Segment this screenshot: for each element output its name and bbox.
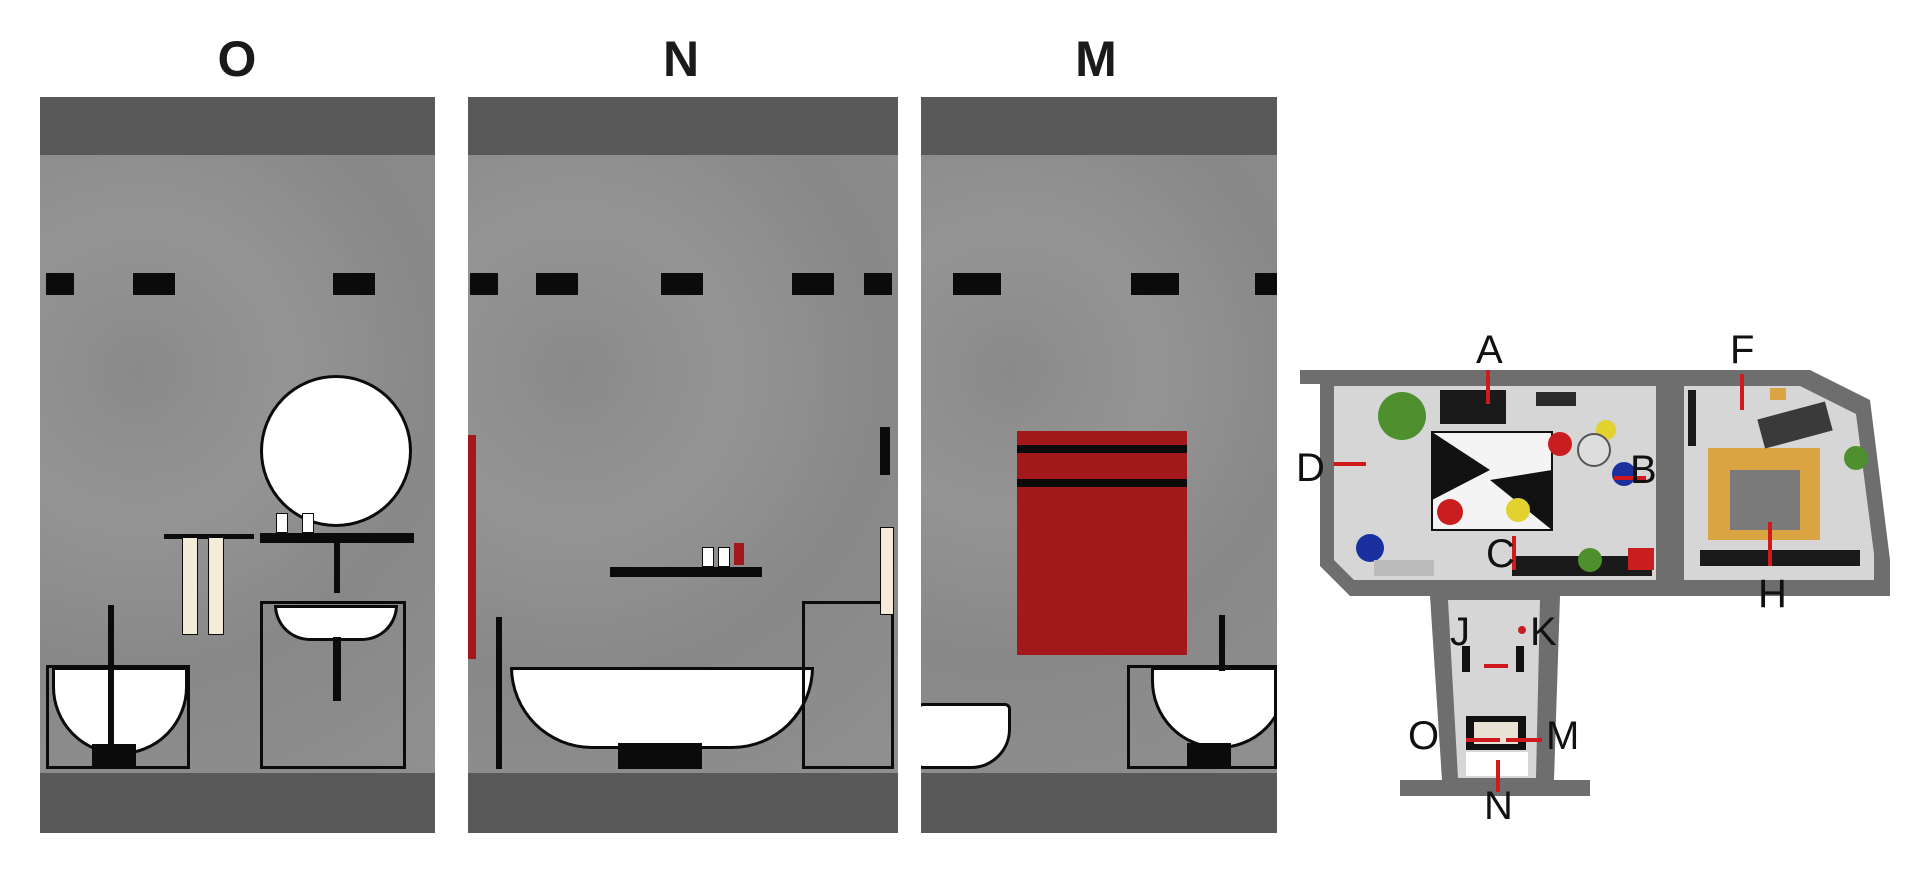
tub-faucet-icon <box>108 605 114 769</box>
ceiling-light-icon <box>661 273 703 295</box>
elevation-o <box>40 97 435 833</box>
plan-label-f: F <box>1730 328 1755 372</box>
side-fixture <box>880 427 890 475</box>
vanity-frame <box>260 601 406 769</box>
bottle-icon <box>276 513 288 533</box>
bottle-icon <box>734 543 744 565</box>
bottle-icon <box>718 547 730 567</box>
wall-hung-toilet <box>921 703 1011 769</box>
ceiling-light-icon <box>470 273 498 295</box>
floor-plan-drawing <box>1300 370 1890 796</box>
ceiling-light-icon <box>953 273 1001 295</box>
elevation-title-o: O <box>217 31 257 87</box>
floor-band <box>468 773 898 833</box>
plan-label-m: M <box>1546 714 1580 758</box>
shelf <box>260 533 414 543</box>
ceiling-light-icon <box>1131 273 1179 295</box>
tub-faucet-icon <box>1219 615 1225 671</box>
elevation-title-m: M <box>1075 31 1117 87</box>
ceiling-light-icon <box>864 273 892 295</box>
ceiling-light-icon <box>792 273 834 295</box>
plan-label-n: N <box>1484 784 1513 828</box>
tub-faucet-icon <box>496 617 502 769</box>
round-mirror <box>260 375 412 527</box>
bottle-icon <box>702 547 714 567</box>
plan-label-a: A <box>1476 328 1503 372</box>
bathtub <box>510 667 814 749</box>
plan-label-h: H <box>1758 572 1787 616</box>
plan-label-c: C <box>1486 532 1515 576</box>
plan-label-d: D <box>1296 446 1325 490</box>
floor-band <box>40 773 435 833</box>
red-wall-panel-edge <box>468 435 476 659</box>
towel-icon <box>182 537 198 635</box>
vanity-frame <box>802 601 894 769</box>
towel-icon <box>208 537 224 635</box>
floor-band <box>921 773 1277 833</box>
ceiling-light-icon <box>536 273 578 295</box>
plan-label-o: O <box>1408 714 1440 758</box>
ceiling-band <box>40 97 435 155</box>
drain-pipe <box>333 637 341 701</box>
elevation-n <box>468 97 898 833</box>
panel-stripe <box>1017 479 1187 487</box>
red-wall-panel <box>1017 431 1187 655</box>
faucet-icon <box>334 543 340 593</box>
panel-stripe <box>1017 445 1187 453</box>
elevation-m <box>921 97 1277 833</box>
elevation-title-n: N <box>662 31 700 87</box>
ceiling-light-icon <box>46 273 74 295</box>
washbasin <box>274 605 398 641</box>
plan-label-j: J <box>1450 610 1470 654</box>
ceiling-band <box>921 97 1277 155</box>
ceiling-light-icon <box>133 273 175 295</box>
tub-plinth <box>1187 743 1231 769</box>
tub-plinth <box>92 744 136 769</box>
ceiling-light-icon <box>1255 273 1277 295</box>
floor-plan: A B C D F H J K O M N <box>1290 328 1890 828</box>
bottle-icon <box>302 513 314 533</box>
tub-plinth <box>618 743 702 769</box>
shelf <box>610 567 762 577</box>
plan-label-k: K <box>1530 610 1557 654</box>
towel-bar <box>164 534 254 539</box>
towel-icon <box>880 527 894 615</box>
plan-label-b: B <box>1630 448 1657 492</box>
ceiling-light-icon <box>333 273 375 295</box>
ceiling-band <box>468 97 898 155</box>
